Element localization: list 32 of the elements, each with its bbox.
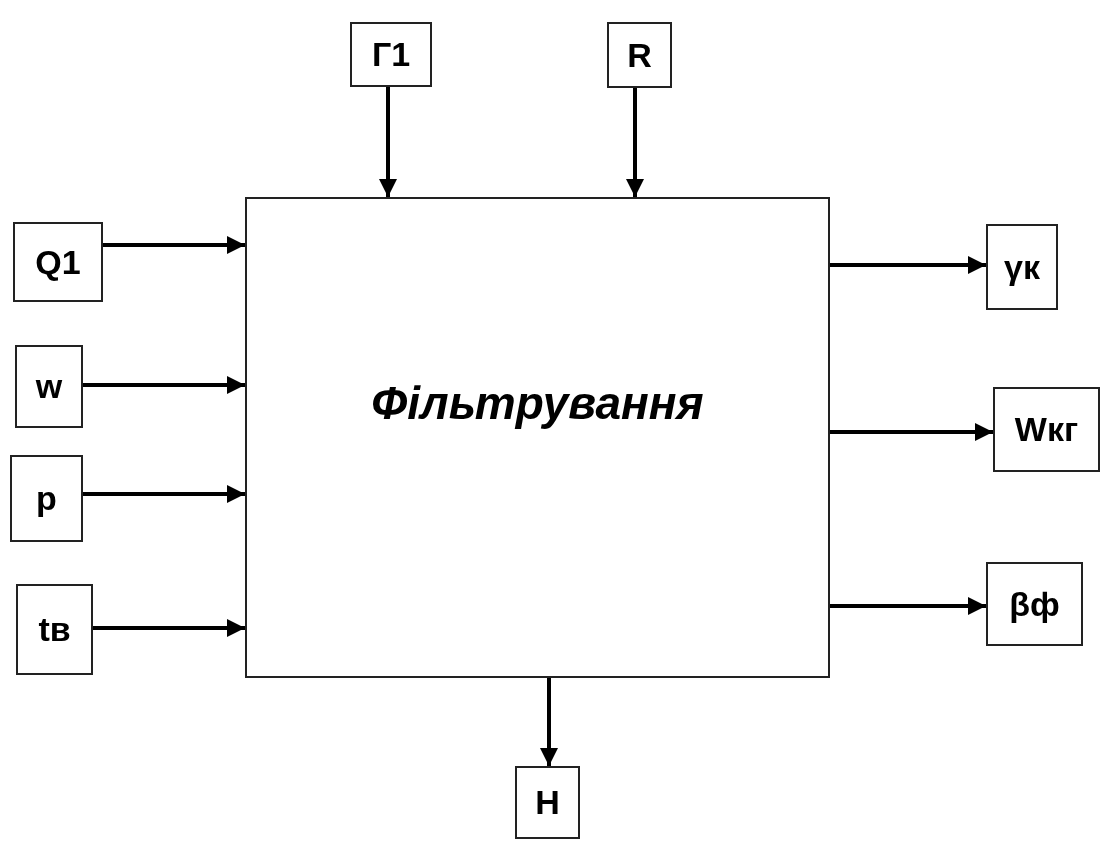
variable-label: γк (1004, 247, 1040, 287)
arrow (83, 376, 245, 394)
arrow (103, 236, 245, 254)
variable-box (515, 766, 580, 839)
variable-box (15, 345, 83, 428)
arrow (540, 678, 558, 766)
process-box (245, 197, 830, 678)
arrow (83, 485, 245, 503)
variable-label: Н (535, 783, 560, 822)
variable-box (986, 224, 1058, 310)
process-title: Фільтрування (371, 375, 704, 430)
variable-box (607, 22, 672, 88)
variable-label: p (36, 479, 57, 518)
arrow (93, 619, 245, 637)
variable-label: tв (38, 610, 71, 649)
arrow (830, 256, 986, 274)
variable-box (986, 562, 1083, 646)
arrow (626, 88, 644, 197)
variable-box (16, 584, 93, 675)
variable-label: Wкг (1014, 410, 1079, 449)
variable-box (10, 455, 83, 542)
variable-box (13, 222, 103, 302)
arrow (830, 597, 986, 615)
variable-label: Q1 (35, 242, 81, 282)
variable-label: w (35, 367, 63, 406)
variable-label: Г1 (371, 35, 411, 74)
variable-label: βф (1009, 584, 1060, 624)
variable-box (350, 22, 432, 87)
variable-label: R (627, 35, 652, 75)
arrow (379, 87, 397, 197)
arrow (830, 423, 993, 441)
variable-box (993, 387, 1100, 472)
